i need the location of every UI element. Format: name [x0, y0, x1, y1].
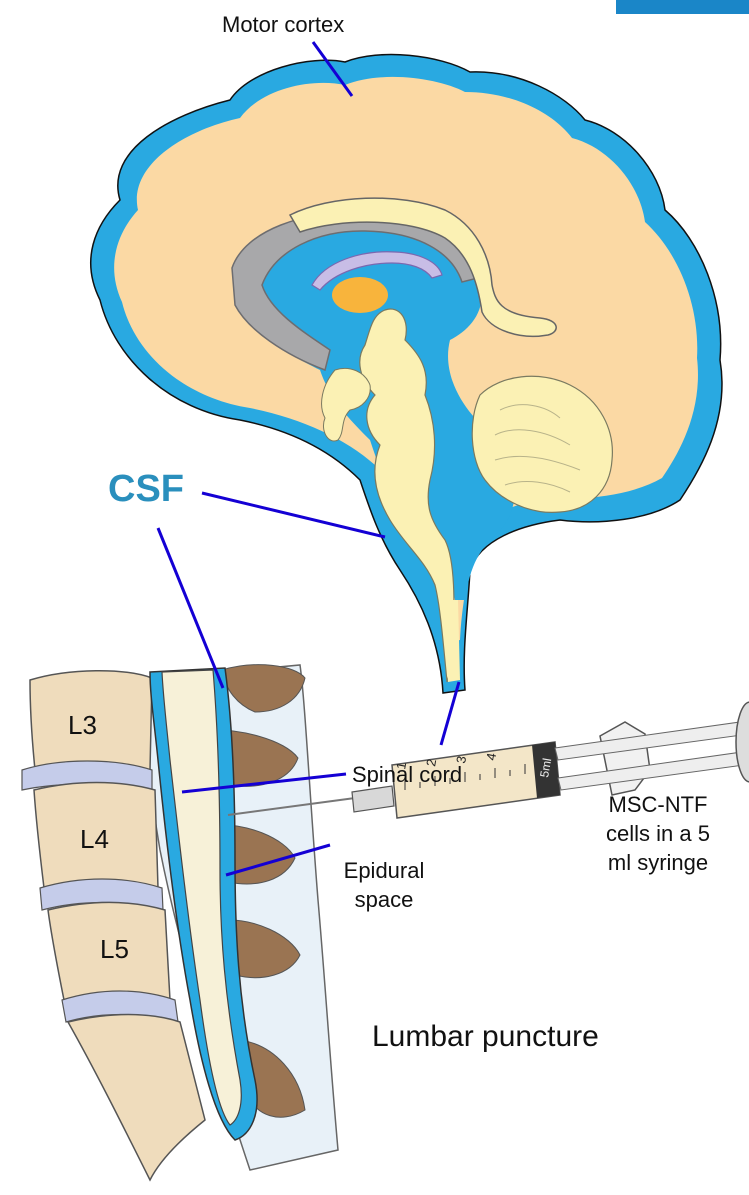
label-epidural-line1: Epidural — [324, 856, 444, 885]
label-motor-cortex: Motor cortex — [222, 12, 344, 38]
syringe-plunger-rod — [555, 722, 744, 790]
label-lumbar-puncture: Lumbar puncture — [372, 1020, 599, 1054]
label-msc-line2: cells in a 5 — [578, 819, 738, 848]
label-epidural-space: Epidural space — [324, 856, 444, 914]
leader-csf-spine — [158, 528, 223, 688]
label-l4: L4 — [80, 824, 109, 855]
thalamus — [332, 277, 388, 313]
label-csf: CSF — [108, 468, 184, 511]
label-msc-line1: MSC-NTF — [578, 790, 738, 819]
label-epidural-line2: space — [324, 885, 444, 914]
syringe-thumb-rest — [736, 702, 749, 782]
label-l5: L5 — [100, 934, 129, 965]
lumbar-spine — [22, 665, 338, 1180]
sacrum — [68, 1015, 205, 1181]
corner-tab — [616, 0, 749, 14]
label-msc-line3: ml syringe — [578, 848, 738, 877]
leader-csf-brain — [202, 493, 385, 537]
label-msc-ntf: MSC-NTF cells in a 5 ml syringe — [578, 790, 738, 877]
syringe-hub — [352, 786, 394, 812]
label-spinal-cord: Spinal cord — [352, 762, 462, 788]
label-l3: L3 — [68, 710, 97, 741]
